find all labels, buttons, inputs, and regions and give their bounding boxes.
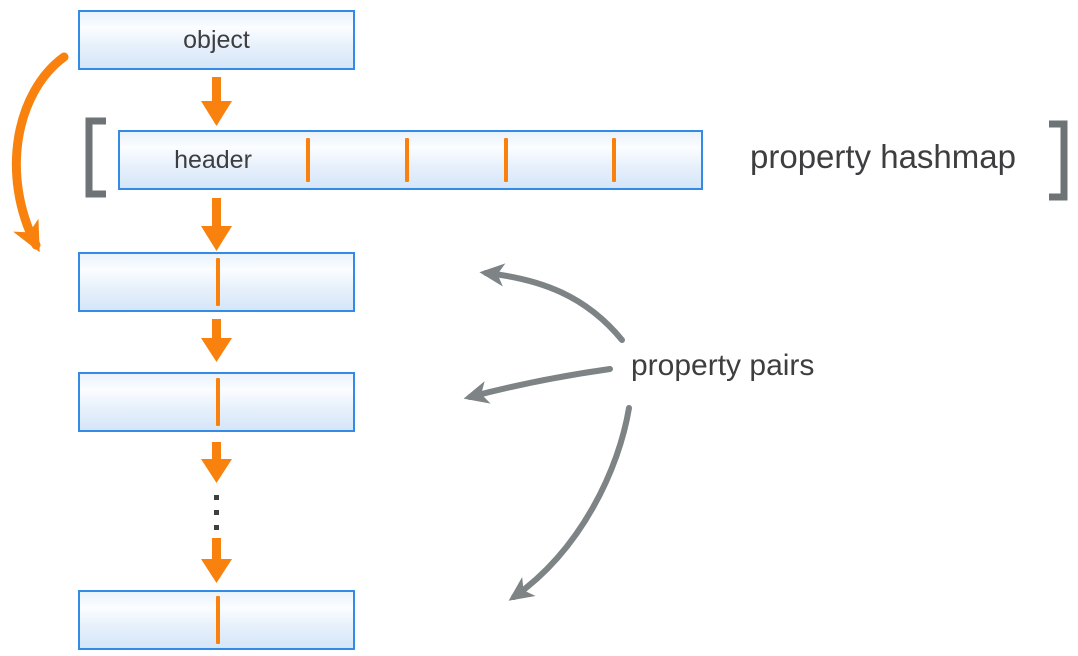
hashmap-header-box: header [118,130,703,190]
slot-divider [306,138,310,182]
pairs-arrow-bottom [508,405,632,601]
right-bracket-icon [1049,120,1068,201]
object-box-label: object [183,25,250,54]
property-pair-box-2 [78,372,355,432]
arrow-object-to-pairs-curve [11,52,69,253]
arrow-pair2-to-ellipsis [201,442,232,483]
arrow-pair1-to-pair2 [201,319,232,362]
slot-divider [504,138,508,182]
arrow-ellipsis-to-pair3 [201,538,232,583]
property-pair-box-1 [78,252,355,312]
left-bracket-icon [85,117,106,198]
pair-divider [216,378,220,426]
ellipsis-dots-icon [214,495,219,530]
slot-divider [612,138,616,182]
pair-divider [216,258,220,306]
property-hashmap-caption: property hashmap [750,138,1016,175]
arrow-object-to-header [201,77,232,126]
property-pairs-caption: property pairs [631,349,815,382]
object-box: object [78,10,355,70]
pairs-arrow-middle [463,366,613,404]
header-box-label: header [174,145,252,174]
pairs-arrow-top [479,263,625,343]
arrow-header-to-pair1 [201,198,232,251]
slot-divider [405,138,409,182]
property-pair-box-3 [78,590,355,650]
pair-divider [216,596,220,644]
